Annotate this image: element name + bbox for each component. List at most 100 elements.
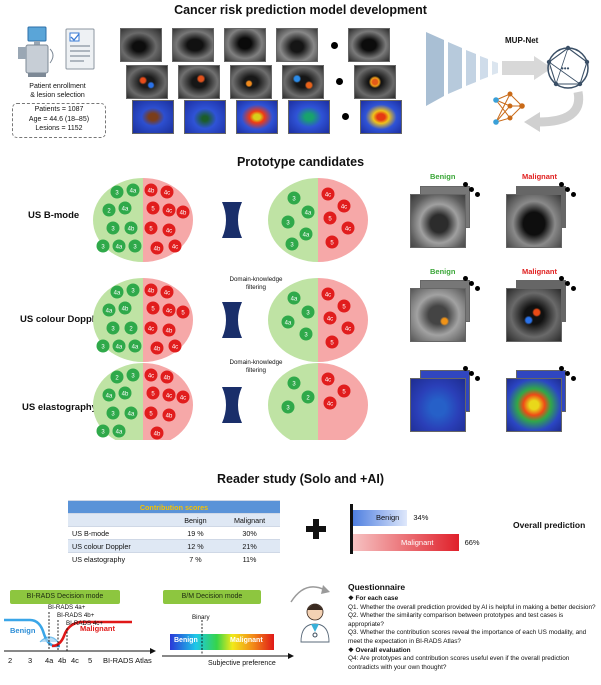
ellipsis-dot bbox=[342, 113, 349, 120]
malignant-candidate-label: 4b bbox=[148, 189, 155, 195]
benign-candidate-label: 4b bbox=[122, 307, 129, 313]
benign-candidate-label: 3 bbox=[111, 412, 115, 418]
ellipsis-dot bbox=[571, 192, 576, 197]
malignant-candidate-label: 4c bbox=[164, 291, 170, 297]
table-row: US elastography 7 % 11% bbox=[68, 552, 280, 565]
malignant-candidate-label: 4b bbox=[166, 414, 173, 420]
malignant-candidate-dot bbox=[325, 335, 339, 349]
contribution-scores-table: Contribution scores Benign Malignant US … bbox=[68, 500, 280, 565]
benign-header: Benign bbox=[430, 172, 456, 181]
benign-candidate-label: 4a bbox=[106, 394, 113, 400]
malignant-candidate-dot bbox=[162, 323, 176, 337]
tick-label: 4c bbox=[71, 656, 79, 665]
benign-candidate-dot bbox=[118, 386, 132, 400]
benign-candidate-label: 3 bbox=[111, 327, 115, 333]
benign-candidate-label: 3 bbox=[304, 333, 308, 339]
table-cell-malignant: 21% bbox=[219, 539, 280, 553]
stat-patients: Patients = 1087 bbox=[34, 106, 84, 113]
benign-prediction-bar bbox=[353, 510, 408, 526]
tick-label: 4a bbox=[45, 656, 54, 665]
malignant-candidate-dot bbox=[337, 199, 351, 213]
benign-header: Benign bbox=[430, 267, 456, 276]
benign-bar-label: Benign bbox=[376, 513, 400, 522]
benign-candidate-label: 3 bbox=[115, 191, 119, 197]
malignant-candidate-dot bbox=[160, 370, 174, 384]
table-header-cell bbox=[68, 513, 172, 527]
malignant-candidate-dot bbox=[144, 406, 158, 420]
malignant-candidate-label: 4c bbox=[341, 205, 347, 211]
benign-candidate-dot bbox=[287, 291, 301, 305]
benign-half bbox=[268, 363, 318, 440]
table-title: Contribution scores bbox=[68, 500, 280, 514]
overall-evaluation-label: Overall evaluation bbox=[355, 646, 411, 654]
malignant-candidate-label: 4b bbox=[154, 432, 161, 438]
doppler-thumbnail bbox=[230, 65, 272, 99]
prediction-axis bbox=[350, 504, 353, 554]
ellipsis-dot bbox=[475, 286, 480, 291]
malignant-candidate-dot bbox=[323, 311, 337, 325]
malignant-candidate-dot bbox=[144, 283, 158, 297]
benign-candidate-dot bbox=[106, 221, 120, 235]
benign-candidate-label: 2 bbox=[129, 327, 133, 333]
ellipsis-dot bbox=[463, 182, 468, 187]
malignant-candidate-label: 4b bbox=[154, 247, 161, 253]
stat-age: Age = 44.6 (18–85) bbox=[28, 115, 90, 123]
benign-candidate-dot bbox=[126, 183, 140, 197]
malignant-candidate-dot bbox=[325, 235, 339, 249]
malignant-candidate-dot bbox=[321, 372, 335, 386]
malignant-half bbox=[143, 178, 193, 262]
spectrum-malignant-label: Malignant bbox=[230, 637, 263, 644]
bmode-thumbnail bbox=[348, 28, 390, 62]
ellipsis-dot bbox=[469, 281, 474, 286]
malignant-candidate-label: 4c bbox=[172, 245, 178, 251]
tick-label: 4b bbox=[58, 656, 67, 665]
malignant-candidate-dot bbox=[160, 185, 174, 199]
for-each-case-label: For each case bbox=[355, 595, 399, 602]
malignant-candidate-dot bbox=[176, 205, 190, 219]
benign-candidate-label: 4a bbox=[116, 245, 123, 251]
overall-evaluation-heading: ❖ Overall evaluation bbox=[348, 647, 598, 656]
malignant-candidate-dot bbox=[144, 183, 158, 197]
table-cell-malignant: 11% bbox=[219, 552, 280, 565]
malignant-candidate-label: 4c bbox=[327, 317, 333, 323]
malignant-candidate-label: 4c bbox=[180, 396, 186, 402]
benign-candidate-dot bbox=[126, 283, 140, 297]
benign-candidate-label: 4a bbox=[285, 321, 292, 327]
benign-candidate-label: 4a bbox=[128, 412, 135, 418]
malignant-candidate-label: 5 bbox=[181, 311, 185, 317]
malignant-candidate-dot bbox=[323, 396, 337, 410]
overall-prediction-label: Overall prediction bbox=[513, 520, 586, 530]
ellipsis-dot bbox=[559, 366, 564, 371]
plus-icon bbox=[306, 519, 326, 539]
bm-decision-mode-label: B/M Decision mode bbox=[163, 590, 261, 604]
benign-candidate-dot bbox=[110, 285, 124, 299]
benign-candidate-dot bbox=[281, 400, 295, 414]
malignant-candidate-dot bbox=[341, 221, 355, 235]
benign-candidate-label: 3 bbox=[286, 221, 290, 227]
benign-candidate-dot bbox=[301, 305, 315, 319]
section-title-prototype-candidates: Prototype candidates bbox=[236, 155, 365, 169]
malignant-candidate-label: 4b bbox=[148, 289, 155, 295]
benign-candidate-label: 3 bbox=[101, 345, 105, 351]
benign-curve-label: Benign bbox=[10, 626, 36, 635]
table-header-malignant: Malignant bbox=[219, 513, 280, 527]
question-1: Q1. Whether the overall prediction provi… bbox=[348, 603, 596, 611]
malignant-candidate-label: 5 bbox=[330, 341, 334, 347]
benign-bmode-prototype bbox=[410, 194, 466, 248]
benign-candidate-label: 2 bbox=[306, 396, 310, 402]
malignant-candidate-dot bbox=[168, 339, 182, 353]
benign-doppler-prototype bbox=[410, 288, 466, 342]
binary-label: Binary bbox=[192, 614, 210, 621]
filter-lens-icon bbox=[222, 302, 242, 338]
bmode-thumbnail bbox=[120, 28, 162, 62]
curve-label-4c: BI-RADS 4c+ bbox=[66, 620, 103, 627]
ellipsis-dot bbox=[559, 182, 564, 187]
benign-candidate-label: 3 bbox=[292, 382, 296, 388]
malignant-candidate-dot bbox=[323, 211, 337, 225]
malignant-candidate-dot bbox=[162, 223, 176, 237]
benign-candidate-dot bbox=[112, 424, 126, 438]
malignant-candidate-label: 5 bbox=[149, 227, 153, 233]
malignant-bar-value: 66% bbox=[464, 538, 480, 547]
